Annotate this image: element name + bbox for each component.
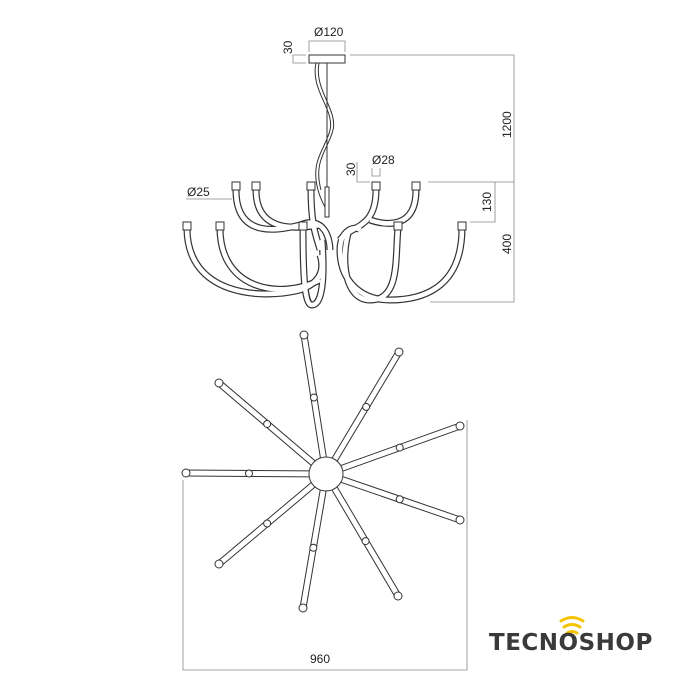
power-cable	[317, 62, 335, 191]
dim-upper-tier-height: 130	[480, 192, 494, 212]
tubes-inner	[184, 189, 465, 308]
arm-joint	[309, 543, 318, 552]
arm-joint	[361, 537, 370, 546]
dim-canopy-height: 30	[281, 40, 295, 54]
arm-joint	[395, 443, 404, 452]
arm-inner	[323, 472, 401, 598]
center-hub	[308, 456, 344, 492]
arm-end-cap	[299, 330, 309, 340]
arm-inner	[217, 381, 328, 476]
arm-joint	[245, 469, 253, 478]
dim-suspension-height: 1200	[500, 111, 514, 138]
dim-tube-diameter-upper: Ø28	[372, 153, 395, 167]
arm-joint	[263, 519, 272, 528]
arm-joint	[263, 419, 272, 428]
tecnoshop-logo: TECNOSHOP	[489, 630, 653, 656]
canopy	[308, 54, 346, 64]
top-view	[181, 330, 465, 613]
dim-cap-height: 30	[344, 162, 358, 176]
arm-end-cap	[455, 515, 465, 525]
logo-wifi-icon	[559, 616, 585, 635]
dim-canopy-diameter: Ø120	[314, 25, 344, 39]
side-view	[182, 54, 467, 309]
arm-end-cap	[298, 603, 308, 613]
arm-inner	[325, 471, 461, 523]
power-cable	[314, 62, 332, 216]
arm-end-cap	[393, 591, 403, 601]
arm-inner	[325, 423, 461, 477]
arm-joint	[395, 495, 404, 504]
arm-end-cap	[214, 378, 224, 388]
arm-inner	[300, 473, 329, 609]
arm-inner	[323, 350, 402, 476]
dim-body-height: 400	[500, 234, 514, 254]
dimension-lines	[182, 40, 515, 671]
dimension-labels: Ø120 30 1200 Ø28 30 Ø25 130 400 960	[187, 25, 514, 666]
arm-end-cap	[455, 421, 465, 431]
dim-overall-width: 960	[310, 652, 330, 666]
arm-inner	[217, 472, 328, 566]
arm-inner	[185, 470, 327, 477]
arm-joint	[309, 393, 318, 402]
tube-caps	[182, 181, 467, 231]
arm-joint	[362, 402, 371, 411]
dim-tube-diameter-lower: Ø25	[187, 185, 210, 199]
arm-end-cap	[394, 347, 404, 357]
arm-inner	[301, 334, 329, 475]
arm-end-cap	[181, 468, 191, 478]
arm-end-cap	[214, 559, 224, 569]
